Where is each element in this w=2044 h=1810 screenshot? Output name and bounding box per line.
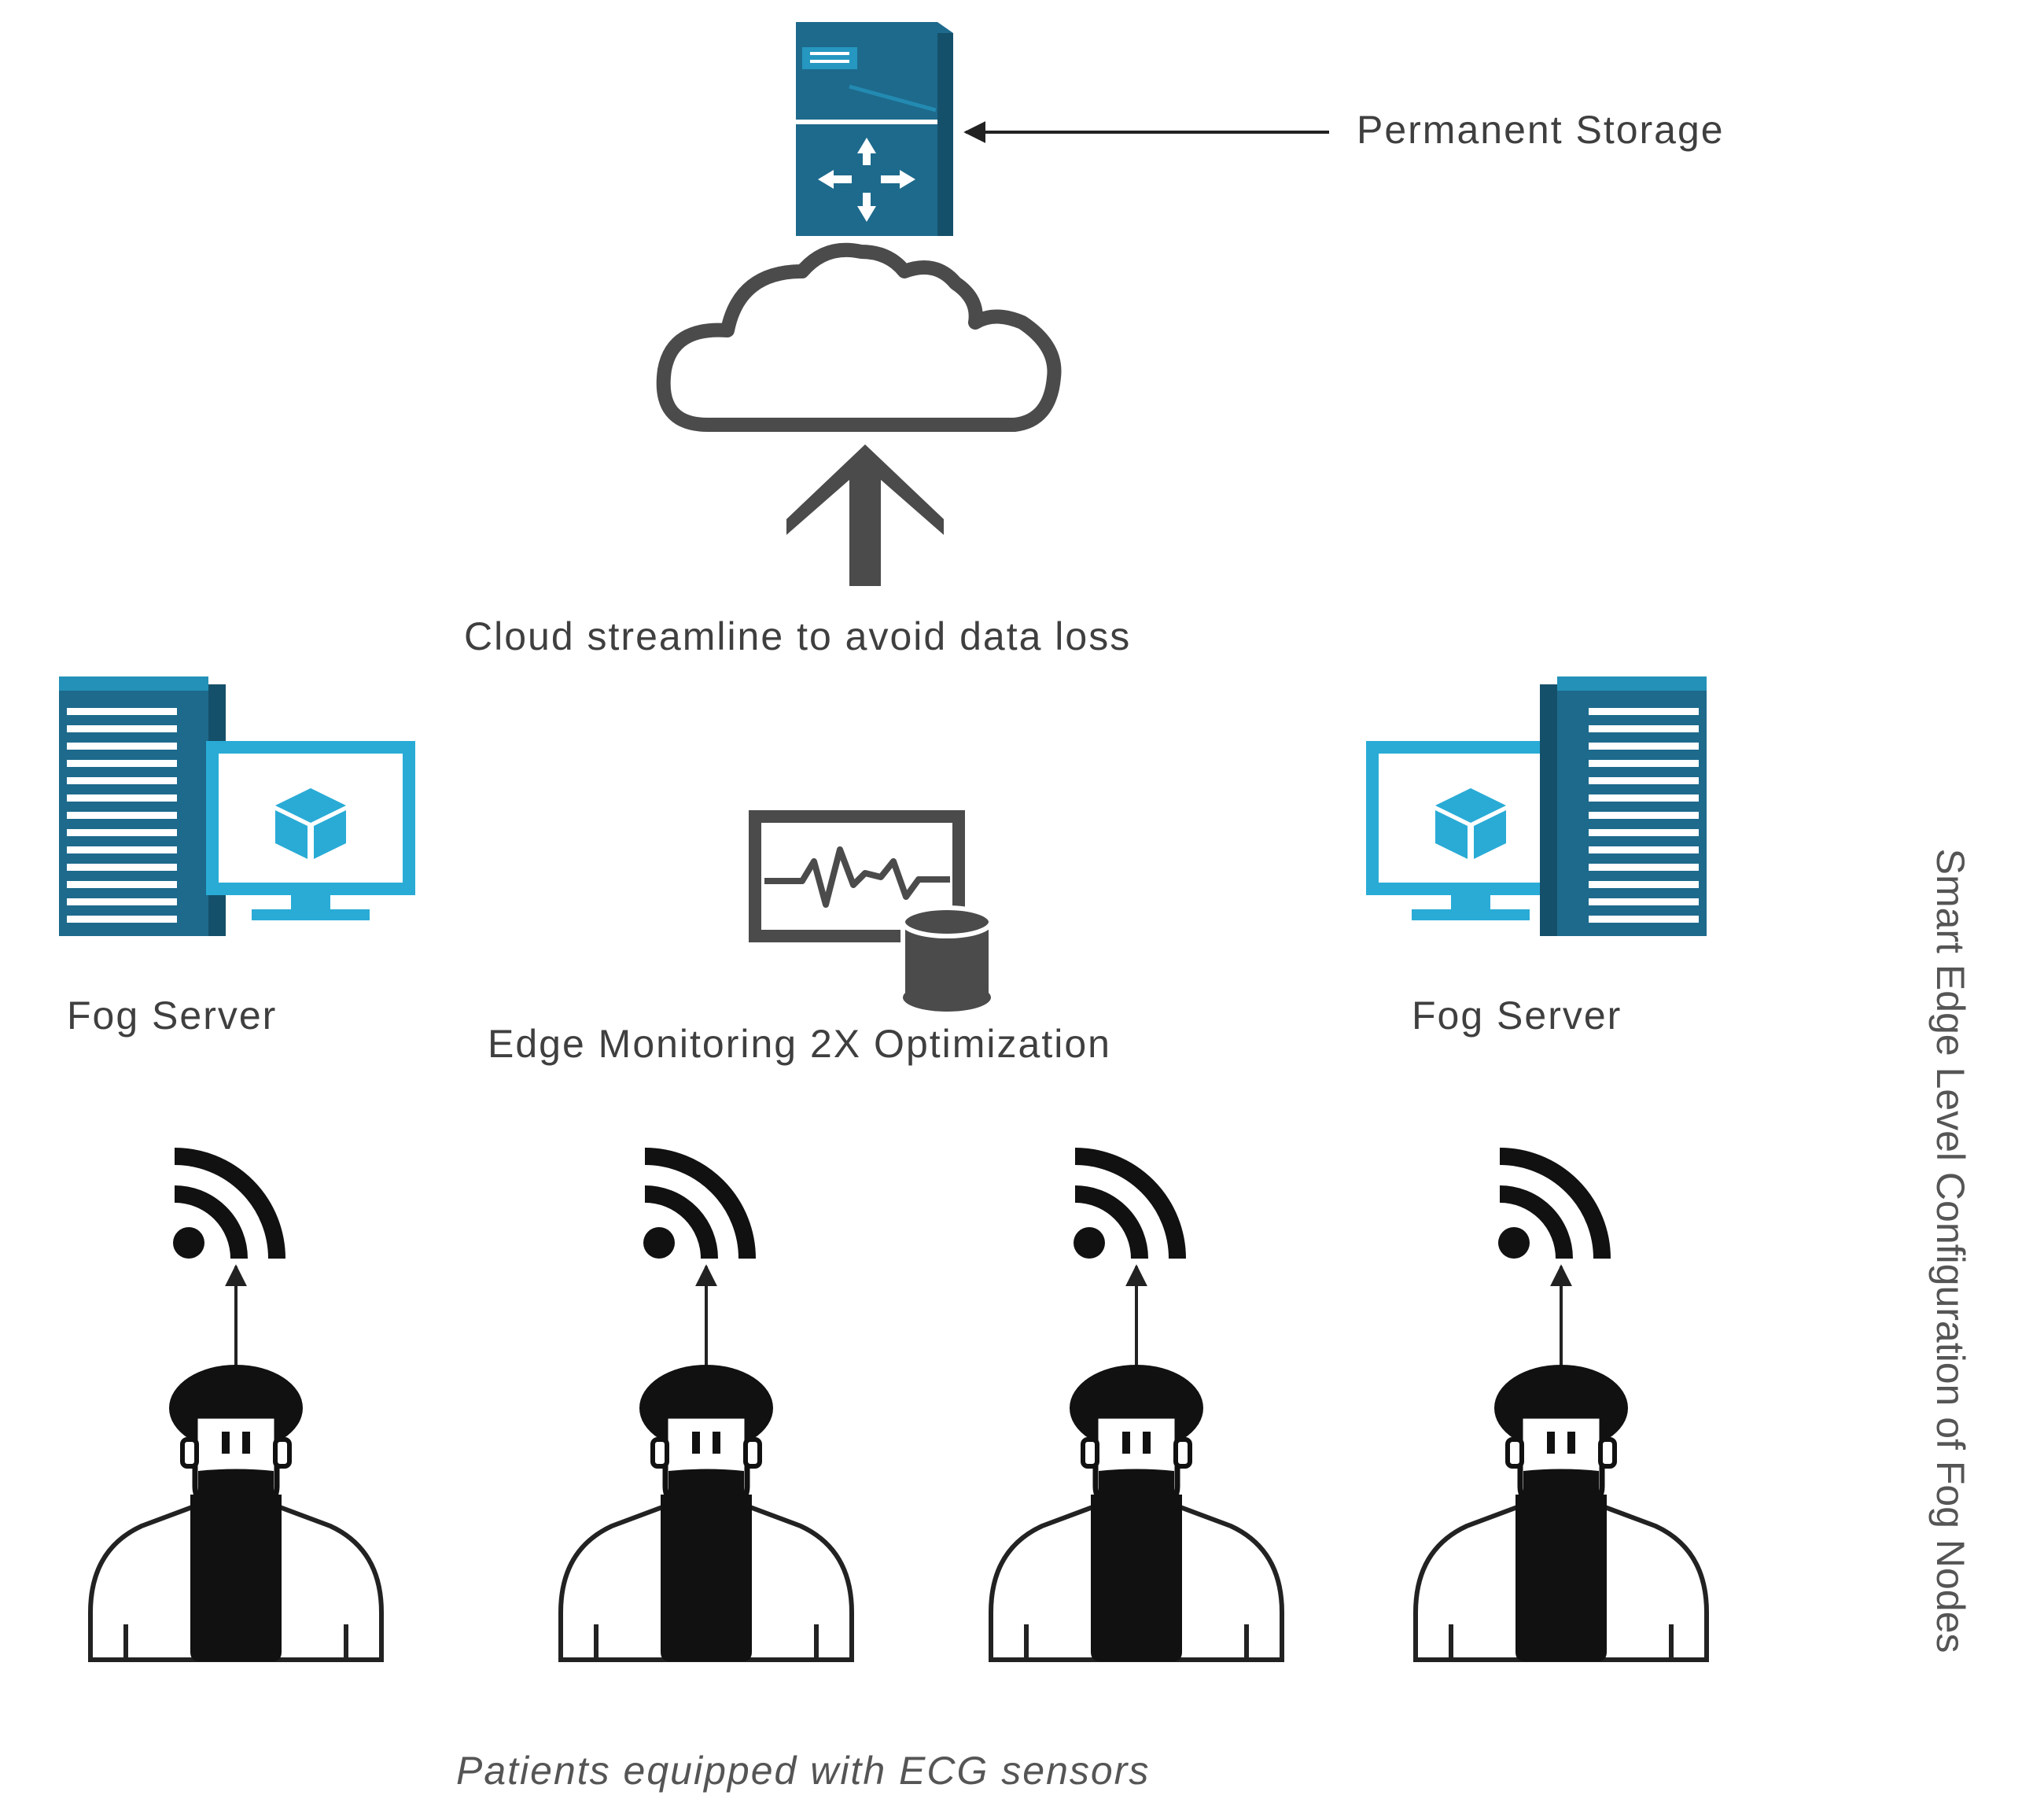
sensor-column: [90, 1156, 381, 1661]
sensor-column: [991, 1156, 1282, 1661]
patient-icon: [991, 1365, 1282, 1661]
fog-server-icon: [1540, 676, 1707, 936]
patient-icon: [1416, 1365, 1707, 1661]
wifi-icon: [173, 1156, 277, 1259]
fog-monitor-icon: [1372, 747, 1569, 920]
fog-monitor-icon: [212, 747, 409, 920]
permanent-storage-label: Permanent Storage: [1357, 108, 1725, 152]
side-title-label: Smart Edge Level Configuration of Fog No…: [1928, 848, 1972, 1653]
ecg-monitor-icon: [749, 810, 965, 942]
wifi-icon: [643, 1156, 747, 1259]
fog-server-left-label: Fog Server: [67, 993, 278, 1038]
sensor-column: [1416, 1156, 1707, 1661]
fog-server-right-label: Fog Server: [1412, 993, 1622, 1038]
sensor-column: [561, 1156, 852, 1661]
fog-server-icon: [59, 676, 226, 936]
storage-server-icon: [796, 22, 953, 236]
patients-caption: Patients equipped with ECG sensors: [456, 1749, 1151, 1793]
cloud-icon: [656, 242, 1062, 432]
wifi-icon: [1074, 1156, 1177, 1259]
wifi-icon: [1498, 1156, 1602, 1259]
patient-icon: [90, 1365, 381, 1661]
database-icon: [900, 905, 993, 1012]
edge-monitoring-label: Edge Monitoring 2X Optimization: [488, 1022, 1111, 1066]
patient-icon: [561, 1365, 852, 1661]
up-arrow-icon: [786, 444, 944, 586]
cloud-streamline-label: Cloud streamline to avoid data loss: [464, 614, 1132, 658]
